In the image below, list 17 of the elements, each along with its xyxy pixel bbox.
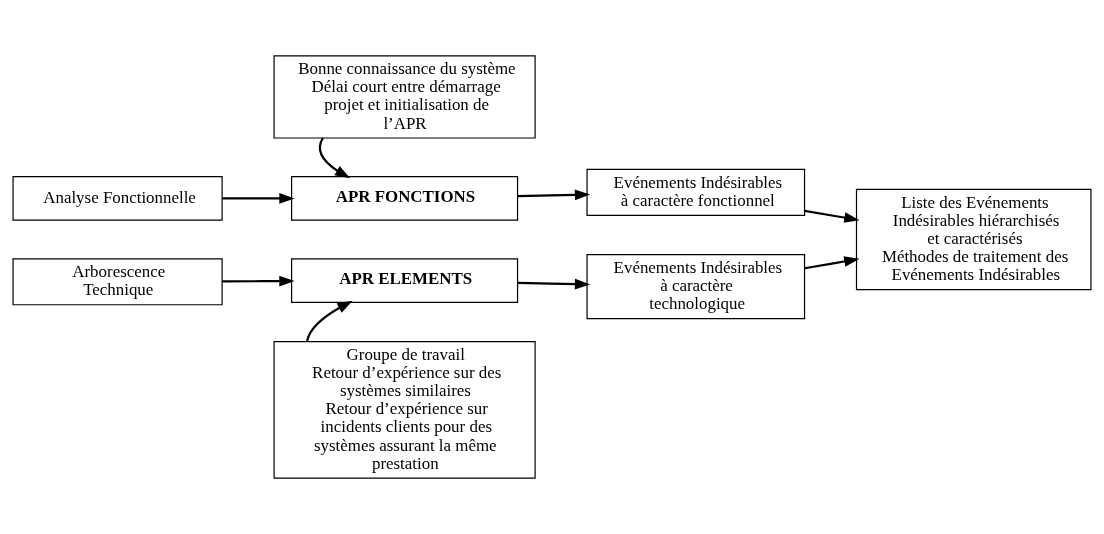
- node-box: APR FONCTIONS: [291, 176, 519, 221]
- node-box: Evénements Indésirables à caractère technologique: [586, 254, 806, 320]
- node-box: Groupe de travail Retour d’expérience sur des systèmes similaires Retour d’expérience sur incidents clients pour des systèmes assurant la même prestation: [273, 341, 536, 479]
- node-box: Bonne connaissance du système Délai court entre démarrage projet et initialisation de l’APR: [273, 55, 536, 139]
- node-box: Liste des Evénements Indésirables hiérarchisés et caractérisés Méthodes de traitement des Evénements Indésirables: [855, 188, 1092, 291]
- arrow: [517, 278, 591, 290]
- arrow: [306, 300, 353, 342]
- arrow: [517, 189, 591, 201]
- arrow: [222, 275, 295, 287]
- node-box: Analyse Fonctionnelle: [12, 176, 223, 221]
- node-box: Evénements Indésirables à caractère fonctionnel: [586, 168, 806, 216]
- arrow: [222, 193, 295, 204]
- node-box: APR ELEMENTS: [291, 258, 519, 303]
- arrow: [804, 256, 860, 270]
- arrow: [804, 209, 860, 223]
- arrow: [318, 137, 351, 179]
- node-box: Arborescence Technique: [12, 258, 223, 306]
